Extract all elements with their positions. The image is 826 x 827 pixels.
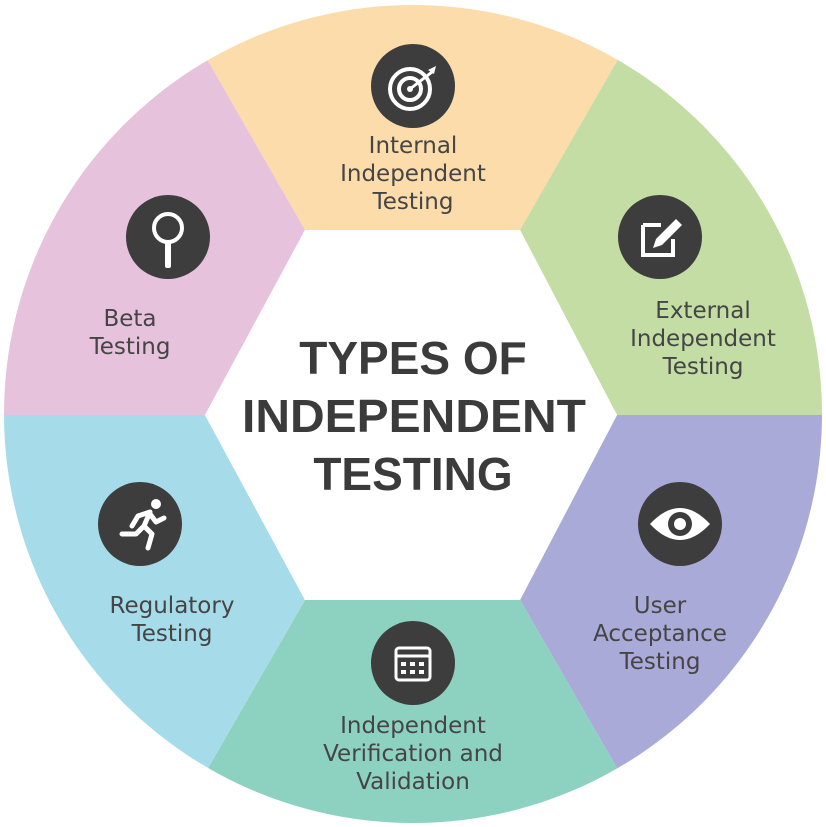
title-line-2: INDEPENDENT (242, 390, 586, 442)
label-independent-verification-validation: Independent Verification and Validation (323, 713, 503, 795)
svg-text:Validation: Validation (356, 769, 470, 795)
svg-text:Regulatory: Regulatory (110, 593, 235, 619)
label-user-acceptance-testing: User Acceptance Testing (593, 593, 727, 675)
center-hexagon (205, 230, 617, 600)
label-external-independent-testing: External Independent Testing (630, 298, 776, 380)
svg-text:External: External (655, 298, 750, 324)
eye-icon (638, 482, 722, 566)
edit-icon (618, 195, 702, 279)
running-person-icon (98, 482, 182, 566)
svg-text:Testing: Testing (662, 354, 744, 380)
svg-text:Testing: Testing (372, 189, 454, 215)
svg-text:Internal: Internal (369, 133, 458, 159)
svg-text:Verification and: Verification and (323, 741, 503, 767)
title-line-3: TESTING (313, 448, 512, 500)
svg-text:Testing: Testing (89, 334, 171, 360)
svg-text:Beta: Beta (103, 306, 156, 332)
svg-text:Independent: Independent (630, 326, 776, 352)
svg-text:User: User (634, 593, 687, 619)
label-internal-independent-testing: Internal Independent Testing (340, 133, 486, 215)
segment-ivv (174, 600, 651, 823)
calendar-icon (371, 621, 455, 705)
label-beta-testing: Beta Testing (89, 306, 171, 360)
target-icon (371, 44, 455, 128)
svg-text:Testing: Testing (619, 649, 701, 675)
svg-text:Independent: Independent (340, 161, 486, 187)
magnifier-icon (126, 195, 210, 279)
label-regulatory-testing: Regulatory Testing (110, 593, 235, 647)
svg-text:Testing: Testing (131, 621, 213, 647)
title-line-1: TYPES OF (299, 332, 526, 384)
svg-text:Independent: Independent (340, 713, 486, 739)
svg-text:Acceptance: Acceptance (593, 621, 727, 647)
